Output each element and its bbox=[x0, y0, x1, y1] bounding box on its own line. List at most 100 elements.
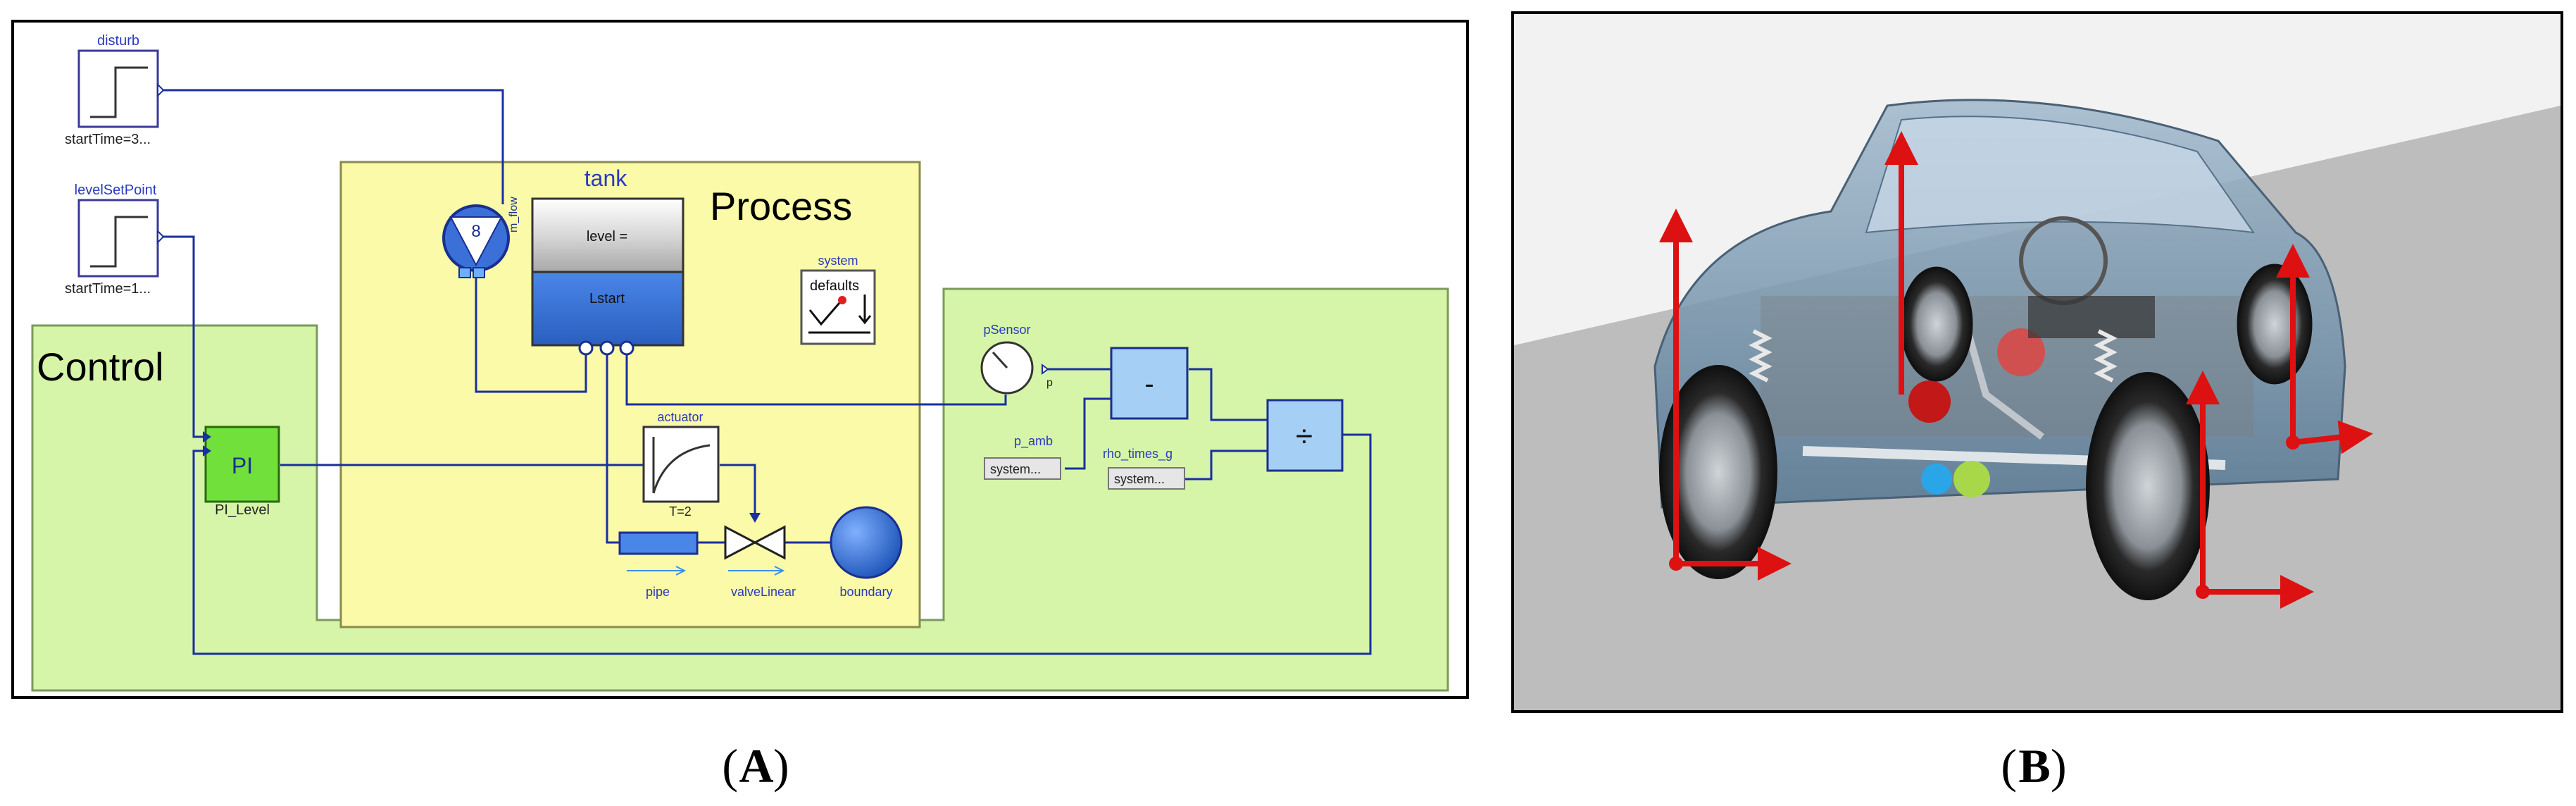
spring-right bbox=[2094, 329, 2118, 383]
pipe-body bbox=[618, 531, 699, 555]
front-right-wheel bbox=[2086, 372, 2210, 600]
panel-a: Control Process disturb sta bbox=[11, 20, 1469, 699]
wire-rho-div bbox=[1184, 450, 1268, 480]
pump-source-icon bbox=[449, 216, 503, 267]
tank-liquid bbox=[531, 271, 684, 347]
tank-upper bbox=[531, 197, 684, 273]
caption-a-open: ( bbox=[722, 739, 738, 793]
joint-red bbox=[1908, 380, 1951, 423]
caption-a-letter: A bbox=[739, 739, 773, 793]
caption-b-close: ) bbox=[2051, 739, 2067, 793]
tank-name: tank bbox=[584, 166, 627, 191]
wire-pump-tank bbox=[475, 275, 587, 393]
input-port-icon bbox=[203, 431, 211, 442]
connection-wires bbox=[161, 89, 1372, 655]
wire-sub-div bbox=[1189, 368, 1268, 421]
pump-block[interactable]: 8 m_flow bbox=[442, 197, 520, 278]
disturb-block[interactable]: disturb startTime=3... bbox=[65, 33, 165, 147]
joint-blue bbox=[1921, 464, 1952, 495]
pipe-name: pipe bbox=[646, 585, 670, 599]
tank-level-text: level = bbox=[587, 229, 627, 244]
disturb-param: startTime=3... bbox=[65, 132, 151, 147]
front-left-wheel bbox=[1659, 365, 1777, 579]
pi-symbol: PI bbox=[232, 453, 253, 478]
pi-controller-block[interactable]: PI PI_Level bbox=[203, 426, 280, 518]
wire-feedback bbox=[192, 433, 1372, 655]
input-port-icon bbox=[203, 445, 211, 457]
flow-arrow-icon bbox=[728, 566, 785, 576]
pressure-sensor-block[interactable]: pSensor p bbox=[980, 323, 1053, 395]
rear-left-wheel bbox=[1900, 266, 1973, 382]
system-text: defaults bbox=[810, 278, 859, 294]
subtract-block[interactable]: - bbox=[1110, 347, 1189, 420]
rho-value: system... bbox=[1114, 472, 1165, 486]
rho-name: rho_times_g bbox=[1103, 447, 1173, 461]
pi-box bbox=[204, 426, 280, 503]
flow-arrow-icon bbox=[627, 566, 687, 576]
joint-red-2 bbox=[1997, 328, 2045, 376]
gauge-needle bbox=[992, 351, 1008, 369]
fluid-port-icon bbox=[458, 267, 471, 278]
valve-icon bbox=[724, 525, 786, 560]
system-name: system bbox=[818, 254, 858, 268]
actuator-block[interactable]: actuator T=2 bbox=[642, 410, 720, 519]
wire-disturb bbox=[161, 89, 504, 204]
contact-point bbox=[2196, 585, 2210, 599]
setpoint-box bbox=[77, 199, 159, 278]
force-arrows bbox=[1659, 131, 2373, 609]
divide-box bbox=[1266, 399, 1344, 472]
rear-right-wheel bbox=[2237, 264, 2313, 385]
spring-left bbox=[1749, 329, 1772, 383]
control-region bbox=[31, 287, 1449, 692]
sensor-name: pSensor bbox=[983, 323, 1030, 337]
subtract-box bbox=[1110, 347, 1189, 420]
fluid-port-icon bbox=[473, 267, 485, 278]
p-amb-block[interactable]: p_amb system... bbox=[984, 434, 1061, 480]
boundary-name: boundary bbox=[839, 585, 892, 599]
setpoint-name: levelSetPoint bbox=[75, 182, 157, 198]
output-port-icon bbox=[1042, 364, 1049, 375]
rho-times-g-block[interactable]: rho_times_g system... bbox=[1103, 447, 1185, 490]
disturb-box bbox=[77, 49, 159, 128]
valve-block[interactable]: valveLinear bbox=[724, 513, 796, 599]
contact-point bbox=[1669, 557, 1683, 571]
actuator-box bbox=[642, 426, 720, 503]
tank-port-icon bbox=[578, 340, 594, 356]
wire-tank-sensor bbox=[625, 348, 1007, 406]
pi-name: PI_Level bbox=[215, 502, 270, 518]
output-port-icon bbox=[157, 82, 165, 98]
rho-box bbox=[1108, 467, 1185, 490]
caption-b-letter: B bbox=[2018, 739, 2050, 793]
boundary-block[interactable]: boundary bbox=[830, 506, 903, 599]
p-amb-name: p_amb bbox=[1014, 434, 1053, 449]
actuator-name: actuator bbox=[657, 410, 703, 424]
process-label: Process bbox=[710, 184, 852, 228]
system-block[interactable]: system defaults bbox=[800, 254, 876, 345]
wire-tank-pipe bbox=[606, 348, 620, 544]
actuator-param: T=2 bbox=[669, 504, 692, 519]
wire-actuator-valve bbox=[720, 464, 756, 514]
panel-b bbox=[1511, 11, 2563, 713]
control-label: Control bbox=[37, 345, 164, 389]
sensor-port-label: p bbox=[1046, 377, 1053, 389]
step-icon bbox=[90, 66, 148, 118]
setpoint-param: startTime=1... bbox=[65, 281, 151, 297]
tank-block[interactable]: tank level = Lstart bbox=[531, 166, 684, 356]
caption-a-close: ) bbox=[773, 739, 789, 793]
valve-name: valveLinear bbox=[731, 585, 796, 599]
arrow-rr-side bbox=[2292, 420, 2373, 454]
divide-symbol: ÷ bbox=[1296, 419, 1313, 454]
engine-block bbox=[2028, 296, 2155, 338]
contact-point bbox=[2286, 435, 2300, 450]
tank-port-icon bbox=[619, 340, 634, 356]
setpoint-block[interactable]: levelSetPoint startTime=1... bbox=[65, 182, 165, 297]
divide-block[interactable]: ÷ bbox=[1266, 399, 1344, 472]
valve-input-port-icon bbox=[749, 513, 761, 523]
pipe-block[interactable]: pipe bbox=[618, 531, 699, 599]
subtract-symbol: - bbox=[1144, 368, 1153, 399]
output-port-icon bbox=[157, 229, 165, 244]
boundary-icon bbox=[830, 506, 903, 579]
p-amb-box bbox=[984, 457, 1061, 480]
flow-label: m_flow bbox=[508, 197, 520, 232]
